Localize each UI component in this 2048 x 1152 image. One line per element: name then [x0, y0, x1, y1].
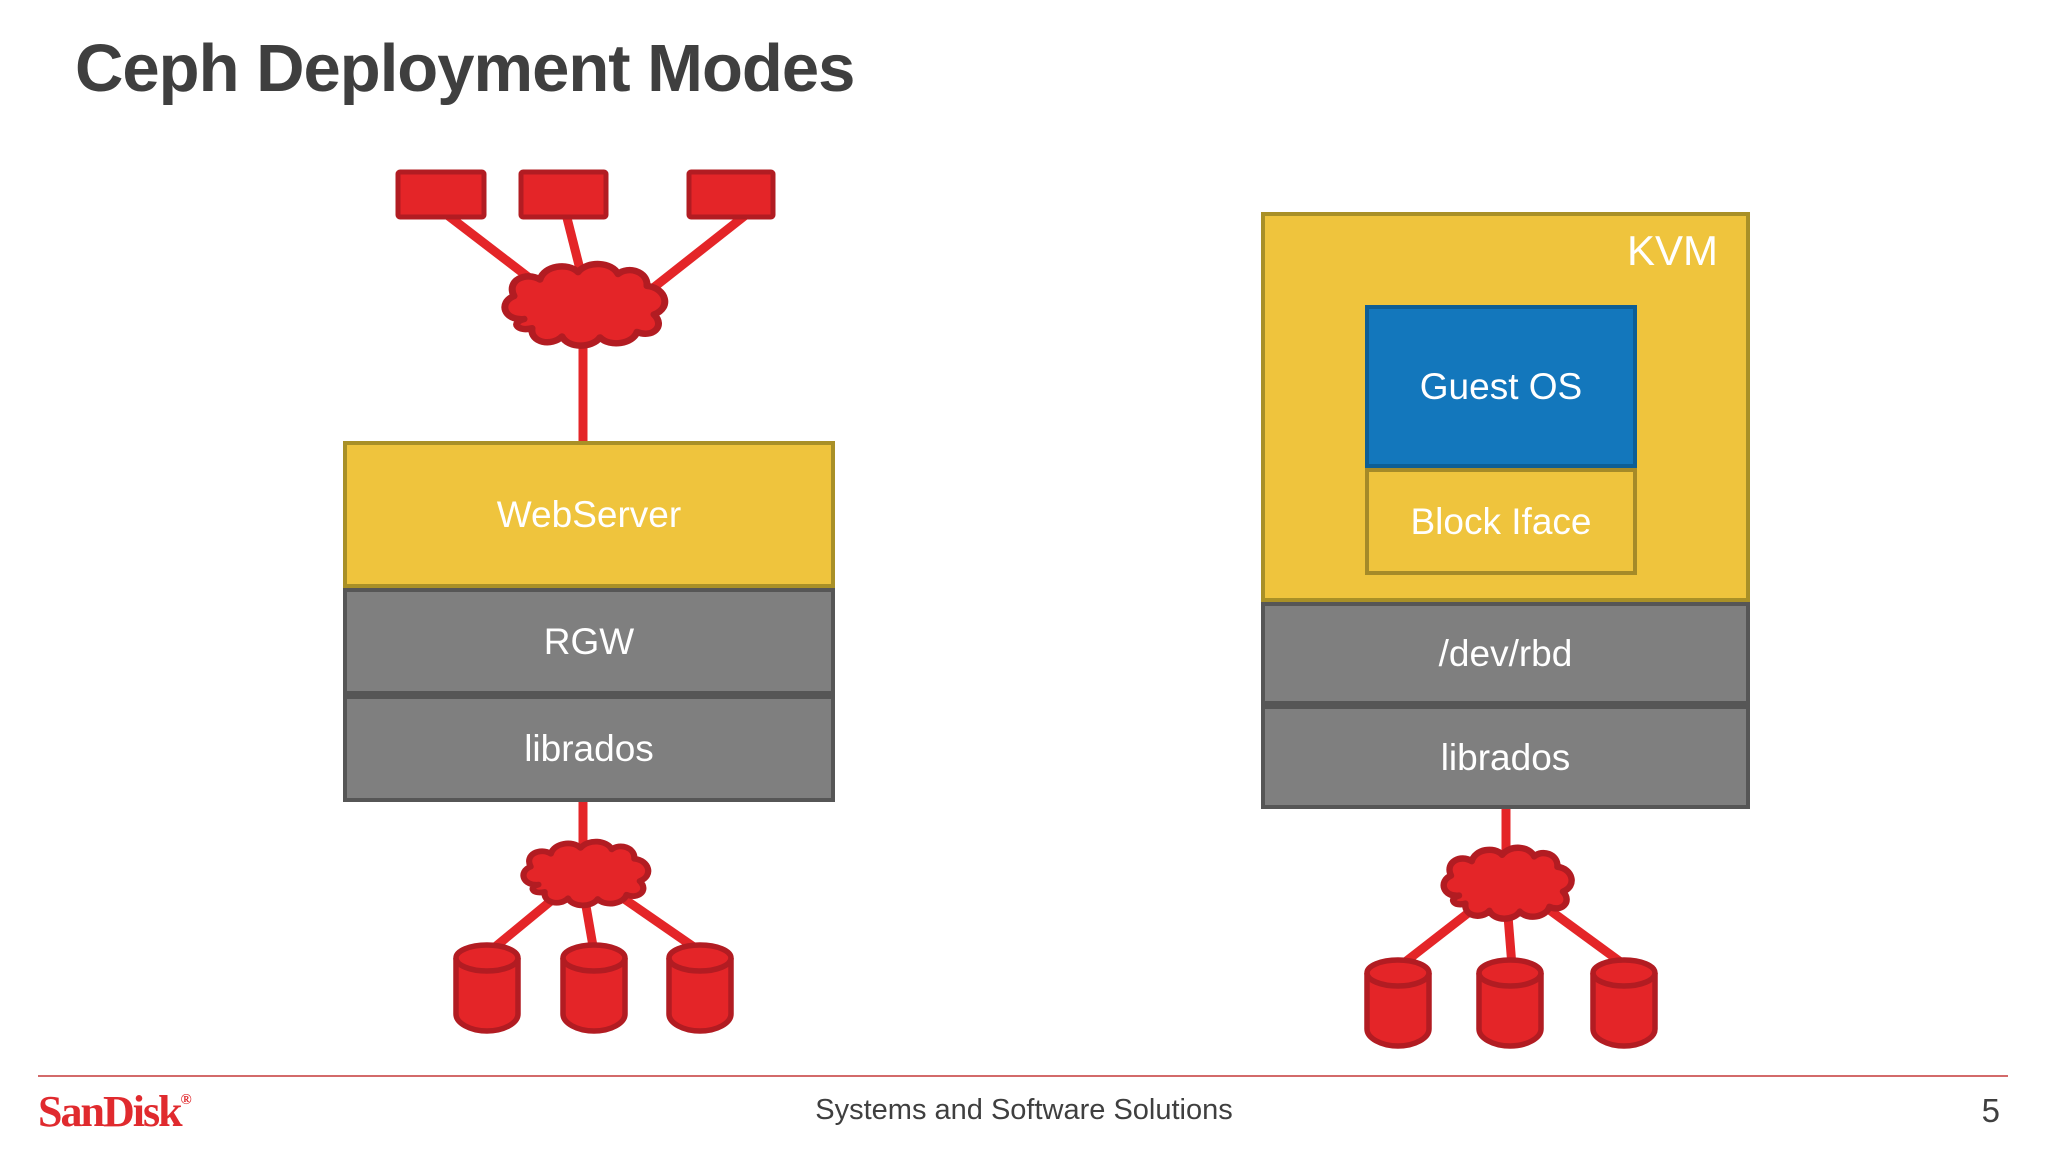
block-iface-box: Block Iface [1365, 468, 1637, 575]
registered-mark: ® [180, 1092, 192, 1108]
sandisk-wordmark: SanDisk [38, 1087, 183, 1136]
footer-divider [38, 1075, 2008, 1077]
network-link [645, 210, 750, 296]
storage-node-icon [1367, 960, 1429, 1046]
webserver-box: WebServer [343, 441, 835, 588]
guest-os-box: Guest OS [1365, 305, 1637, 468]
footer-text: Systems and Software Solutions [815, 1094, 1233, 1126]
network-cloud-icon [505, 264, 665, 346]
storage-node-icon [456, 945, 518, 1031]
network-cloud-icon [1444, 848, 1572, 919]
network-link [617, 892, 704, 956]
network-link [1397, 906, 1475, 970]
client-node-icon [518, 169, 609, 220]
librados-box-right: librados [1261, 705, 1750, 809]
client-nodes [395, 169, 776, 220]
librados-label: librados [1440, 736, 1571, 778]
page-number: 5 [1981, 1092, 2000, 1129]
client-node-icon [395, 169, 487, 220]
storage-node-icon [1479, 960, 1541, 1046]
rgw-box: RGW [343, 588, 835, 695]
librados-label: librados [524, 728, 654, 769]
dev-rbd-label: /dev/rbd [1438, 633, 1573, 674]
guest-os-label: Guest OS [1419, 366, 1583, 407]
network-cloud-icon [523, 842, 648, 906]
webserver-label: WebServer [496, 494, 682, 535]
page-title: Ceph Deployment Modes [75, 31, 855, 106]
network-link [1541, 902, 1629, 970]
storage-node-icon [669, 945, 731, 1031]
block-iface-label: Block Iface [1410, 501, 1592, 542]
storage-node-icon [563, 945, 625, 1031]
client-node-icon [686, 169, 776, 220]
dev-rbd-box: /dev/rbd [1261, 602, 1750, 705]
sandisk-logo: SanDisk® [38, 1086, 192, 1137]
rgw-label: RGW [543, 621, 635, 662]
librados-box-left: librados [343, 695, 835, 802]
storage-node-icon [1593, 960, 1655, 1046]
kvm-label: KVM [1626, 227, 1718, 274]
